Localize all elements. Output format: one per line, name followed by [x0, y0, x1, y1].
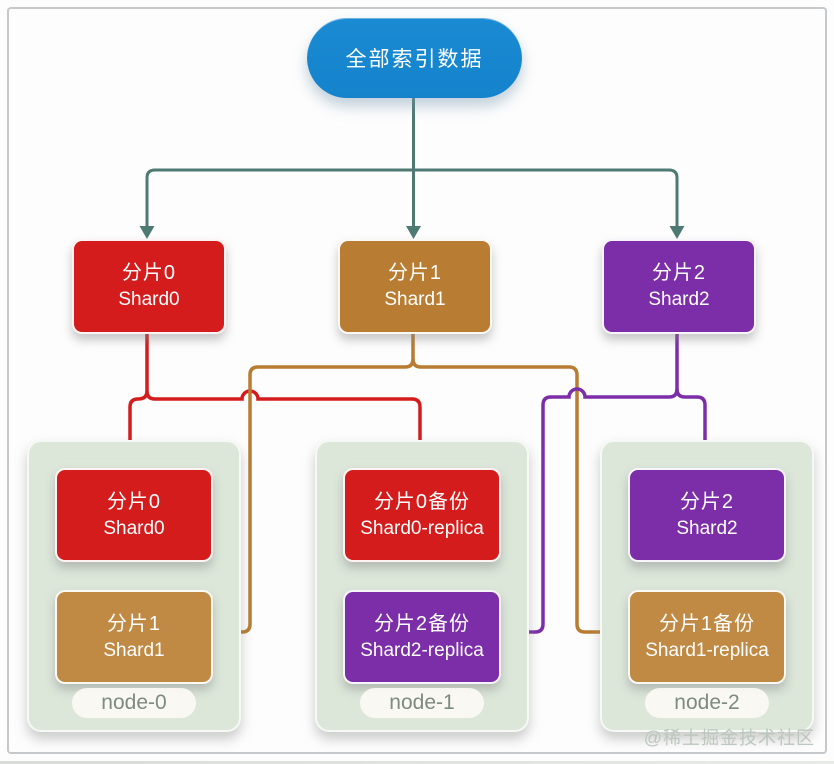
root-index-label: 全部索引数据	[345, 48, 484, 71]
node0-shard1-label-zh: 分片1	[106, 612, 162, 635]
shard0-label-zh: 分片0	[121, 262, 177, 284]
node-0-container: 分片0 Shard0 分片1 Shard1 node-0	[27, 440, 241, 732]
node0-shard0-box: 分片0 Shard0	[55, 468, 213, 562]
node-2-label: node-2	[645, 688, 769, 718]
node2-shard1-replica-box: 分片1备份 Shard1-replica	[628, 590, 786, 684]
node2-shard1-replica-label-zh: 分片1备份	[658, 612, 756, 635]
bottom-edge-strip	[0, 761, 834, 764]
node-2-container: 分片2 Shard2 分片1备份 Shard1-replica node-2	[600, 440, 814, 732]
shard0-node: 分片0 Shard0	[72, 239, 226, 334]
watermark: @稀土掘金技术社区	[643, 728, 815, 748]
node-0-label: node-0	[72, 688, 196, 718]
arrowhead-down	[406, 226, 421, 239]
node1-shard0-replica-label-zh: 分片0备份	[373, 490, 471, 513]
node1-shard2-replica-label-zh: 分片2备份	[373, 612, 471, 635]
shard1-node: 分片1 Shard1	[338, 239, 492, 334]
index-to-shards-connector	[139, 98, 685, 239]
node0-shard0-label-zh: 分片0	[106, 490, 162, 513]
node1-shard0-replica-box: 分片0备份 Shard0-replica	[343, 468, 501, 562]
shard0-label-en: Shard0	[118, 289, 180, 310]
node1-shard2-replica-label-en: Shard2-replica	[360, 639, 484, 661]
node2-shard2-label-zh: 分片2	[679, 490, 735, 513]
node2-shard1-replica-label-en: Shard1-replica	[645, 639, 769, 661]
arrowhead-down	[139, 226, 155, 239]
root-index-node: 全部索引数据	[307, 18, 522, 98]
shard2-label-en: Shard2	[648, 289, 710, 310]
shard2-node: 分片2 Shard2	[602, 239, 756, 334]
node-1-label: node-1	[360, 688, 484, 718]
shard2-label-zh: 分片2	[651, 262, 707, 284]
node1-shard0-replica-label-en: Shard0-replica	[360, 517, 484, 539]
shard1-label-zh: 分片1	[387, 262, 443, 284]
node2-shard2-label-en: Shard2	[676, 517, 738, 539]
node0-shard1-box: 分片1 Shard1	[55, 590, 213, 684]
node1-shard2-replica-box: 分片2备份 Shard2-replica	[343, 590, 501, 684]
node-1-container: 分片0备份 Shard0-replica 分片2备份 Shard2-replic…	[315, 440, 529, 732]
node2-shard2-box: 分片2 Shard2	[628, 468, 786, 562]
arrowhead-down	[669, 226, 685, 239]
node0-shard0-label-en: Shard0	[103, 517, 165, 539]
node0-shard1-label-en: Shard1	[103, 639, 165, 661]
shard1-label-en: Shard1	[384, 289, 446, 310]
